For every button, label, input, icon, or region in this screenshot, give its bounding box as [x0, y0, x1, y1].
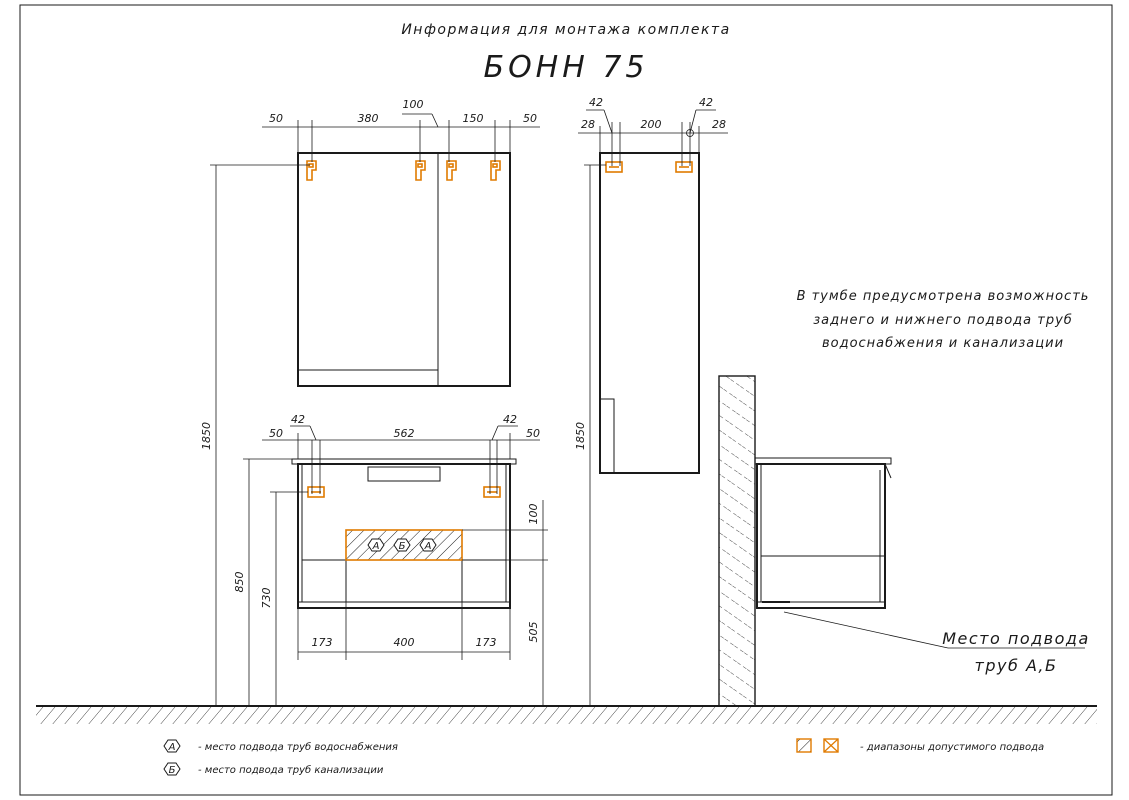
hanger-icon — [307, 486, 325, 498]
floor-hatch — [36, 707, 1097, 724]
sheet-frame — [19, 4, 1113, 796]
hanger-icon — [415, 160, 426, 181]
dim-pipe-100: 100 — [527, 504, 540, 525]
height-dimension-side — [584, 164, 606, 706]
legend-hatch-icon — [796, 738, 812, 753]
legend-marker-b-label: Б — [169, 765, 176, 776]
pipe-callout-leader — [783, 611, 1085, 649]
dim-side-42-right: 42 — [699, 96, 713, 109]
dim-bottom-173-right: 173 — [476, 636, 497, 649]
dim-top-150: 150 — [463, 112, 484, 125]
dim-top-100: 100 — [403, 98, 424, 111]
callout-line2: труб А,Б — [975, 656, 1058, 675]
dim-height-730: 730 — [260, 588, 273, 609]
vanity-front — [291, 440, 548, 609]
hanger-icon — [306, 160, 317, 181]
bottom-dimension-chain — [297, 602, 511, 660]
hanger-icon — [675, 161, 693, 173]
dim-top-380: 380 — [358, 112, 379, 125]
dim-top-50-left: 50 — [269, 112, 283, 125]
dim-side-42-left: 42 — [589, 96, 603, 109]
marker-a-1: А — [367, 538, 385, 552]
hanger-icon — [446, 160, 457, 181]
legend-b-text: - место подвода труб канализации — [198, 764, 384, 776]
marker-a-2: А — [419, 538, 437, 552]
legend-marker-a: А — [163, 739, 181, 753]
wall-section — [718, 375, 756, 707]
legend-marker-b: Б — [163, 762, 181, 776]
dim-top-50-right: 50 — [523, 112, 537, 125]
dim-height-1850-front: 1850 — [200, 422, 213, 450]
dim-height-1850-side: 1850 — [574, 422, 587, 450]
dim-vanity-42-right: 42 — [503, 413, 517, 426]
dim-height-505: 505 — [527, 622, 540, 643]
note-line2: заднего и нижнего подвода труб — [813, 313, 1073, 328]
dim-side-28-right: 28 — [712, 118, 726, 131]
legend-cross-icon — [823, 738, 839, 753]
legend-range-text: - диапазоны допустимого подвода — [860, 742, 1044, 753]
marker-a-label: А — [372, 541, 380, 552]
side-dimension-chain — [578, 109, 728, 153]
vanity-dimension-chain — [262, 425, 540, 459]
dim-vanity-50-left: 50 — [269, 427, 283, 440]
callout-line1: Место подвода — [942, 629, 1090, 648]
note-line3: водоснабжения и канализации — [822, 336, 1064, 351]
hanger-icon — [490, 160, 501, 181]
hanger-icon — [483, 486, 501, 498]
tall-cabinet-side — [599, 122, 700, 474]
vanity-height-dimensions — [243, 458, 308, 706]
marker-b: Б — [393, 538, 411, 552]
dim-side-200: 200 — [641, 118, 662, 131]
mirror-cabinet-front — [297, 152, 511, 387]
vanity-handle — [367, 466, 441, 482]
marker-b-label: Б — [399, 541, 406, 552]
height-dimension-front — [210, 164, 310, 706]
drawing-subtitle: Информация для монтажа комплекта — [401, 22, 730, 38]
dim-height-850: 850 — [233, 572, 246, 593]
hanger-icon — [605, 161, 623, 173]
note-line1: В тумбе предусмотрена возможность — [797, 289, 1090, 304]
dim-vanity-562: 562 — [394, 427, 415, 440]
vanity-side — [754, 457, 892, 609]
dim-bottom-400: 400 — [394, 636, 415, 649]
dim-vanity-42-left: 42 — [291, 413, 305, 426]
legend-a-text: - место подвода труб водоснабжения — [198, 741, 398, 753]
dim-vanity-50-right: 50 — [526, 427, 540, 440]
legend-marker-a-label: А — [168, 742, 176, 753]
dim-bottom-173-left: 173 — [312, 636, 333, 649]
marker-a-label: А — [424, 541, 432, 552]
drawing-title: БОНН 75 — [483, 50, 648, 85]
top-dimension-chain — [262, 113, 540, 162]
dim-side-28-left: 28 — [581, 118, 595, 131]
